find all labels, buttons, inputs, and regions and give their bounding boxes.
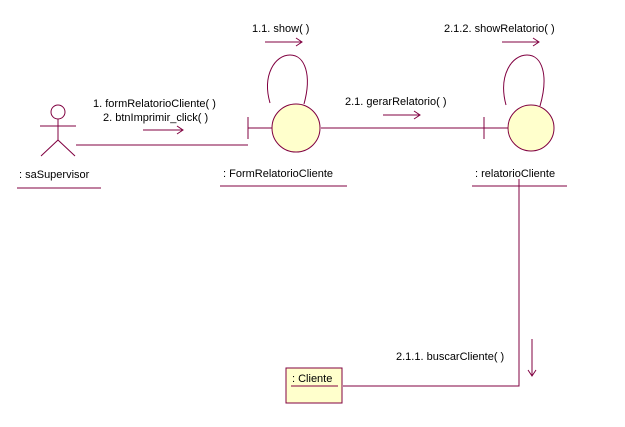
message-buscar-cliente: 2.1.1. buscarCliente( ) [396, 351, 504, 363]
boundary-icon [483, 104, 555, 152]
message-show: 1.1. show( ) [252, 23, 309, 35]
message-show-relatorio: 2.1.2. showRelatorio( ) [444, 23, 555, 35]
object-relatorio-cliente: : relatorioCliente [472, 54, 567, 187]
object-form-relatorio-cliente: : FormRelatorioCliente [220, 54, 347, 187]
message-arrow-gerar-relatorio [383, 110, 421, 120]
stick-figure-icon [40, 104, 76, 157]
object-label: : Cliente [292, 373, 332, 385]
message-arrow-show-relatorio [502, 37, 540, 47]
message-btn-imprimir-click: 2. btnImprimir_click( ) [103, 112, 208, 124]
message-arrow-buscar-cliente [527, 339, 537, 377]
message-gerar-relatorio: 2.1. gerarRelatorio( ) [345, 96, 447, 108]
self-loop-showrelatorio [503, 54, 545, 107]
message-form-relatorio-cliente: 1. formRelatorioCliente( ) [93, 98, 216, 110]
self-loop-show [267, 54, 308, 105]
boundary-icon [247, 103, 321, 153]
actor-label: : saSupervisor [19, 169, 90, 181]
object-label: : FormRelatorioCliente [223, 168, 333, 180]
link-relatorio-cliente [343, 179, 520, 387]
message-arrow-show [265, 37, 303, 47]
object-cliente: : Cliente [285, 367, 343, 404]
message-arrow-to-form [143, 125, 184, 135]
actor-sasupervisor: : saSupervisor [17, 104, 101, 189]
object-label: : relatorioCliente [475, 168, 555, 180]
